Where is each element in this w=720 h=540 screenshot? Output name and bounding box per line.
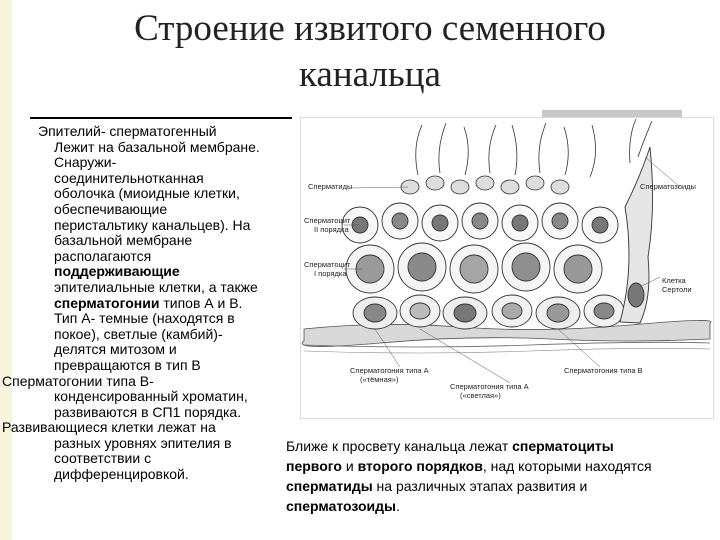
right-text-block: Ближе к просвету канальца лежат спермато… [286, 436, 716, 516]
text-line: Развивающиеся клетки лежат на [2, 420, 300, 436]
text-term: первого [286, 458, 342, 474]
label-spermatogonia-a-dark-line1: Сперматогония типа А [350, 366, 429, 375]
left-text-block: Эпителий- сперматогенный Лежит на базаль… [30, 124, 300, 483]
label-spermatocyte2-line2: II порядка [314, 225, 349, 234]
text-line: располагаются [30, 249, 300, 265]
label-spermatogonia-a-light-line1: Сперматогония типа А [450, 382, 529, 391]
label-spermatocyte1-line2: I порядка [314, 269, 347, 278]
label-spermatocyte2-line1: Сперматоцит [304, 216, 351, 225]
text-line: обеспечивающие [30, 202, 300, 218]
text-line: базальной мембране [30, 233, 300, 249]
text-span: Ближе к просвету канальца лежат [286, 438, 512, 454]
text-line: сперматогонии типов А и В. [30, 296, 300, 312]
seminiferous-tubule-diagram: Сперматиды Сперматозоиды Сперматоцит II … [300, 117, 714, 419]
text-span: типов А и В. [159, 295, 242, 311]
label-sertoli-line1: Клетка [662, 276, 687, 285]
primary-spermatocytes [346, 243, 602, 293]
text-line: конденсированный хроматин, [30, 389, 300, 405]
text-line: сперматозоиды. [286, 496, 716, 516]
text-line: дифференцировкой. [30, 467, 300, 483]
text-line: соединительнотканная [30, 171, 300, 187]
text-line: соответствии с [30, 451, 300, 467]
slide-left-strip [0, 0, 12, 540]
text-line: Тип А- темные (находятся в [30, 311, 300, 327]
text-line: Лежит на базальной мембране. [30, 140, 300, 156]
text-line: развиваются в СП1 порядка. [30, 405, 300, 421]
label-spermatozoa: Сперматозоиды [640, 182, 696, 191]
label-spermatogonia-b: Сперматогония типа В [564, 366, 643, 375]
label-spermatocyte1-line1: Сперматоцит [304, 260, 351, 269]
text-term: сперматозоиды [286, 498, 396, 514]
label-spermatogonia-a-dark-line2: («тёмная») [360, 375, 399, 384]
slide-title: Строение извитого семенного канальца [60, 6, 680, 98]
text-line: делятся митозом и [30, 342, 300, 358]
text-term: сперматоциты [512, 438, 614, 454]
text-line: Ближе к просвету канальца лежат спермато… [286, 436, 716, 456]
text-span: . [396, 498, 400, 514]
text-line: превращаются в тип В [30, 358, 300, 374]
title-line-1: Строение извитого семенного [60, 6, 680, 52]
text-term: сперматиды [286, 478, 373, 494]
title-line-2: канальца [60, 52, 680, 98]
text-line: эпителиальные клетки, а также [30, 280, 300, 296]
text-line: первого и второго порядков, над которыми… [286, 456, 716, 476]
label-spermatids: Сперматиды [308, 182, 352, 191]
label-sertoli-line2: Сертоли [662, 285, 692, 294]
text-term: сперматогонии [54, 295, 159, 311]
label-spermatogonia-a-light-line2: («светлая») [460, 391, 501, 400]
text-term: второго порядков [358, 458, 483, 474]
text-span: на различных этапах развития и [373, 478, 588, 494]
text-line: сперматиды на различных этапах развития … [286, 476, 716, 496]
text-line-spermatogonia: эпителиальные клетки, а также [54, 279, 258, 295]
text-span: , над которыми находятся [483, 458, 652, 474]
text-span: и [342, 458, 358, 474]
text-line: Снаружи- [30, 155, 300, 171]
text-line: Эпителий- сперматогенный [30, 124, 300, 140]
text-line: поддерживающие [30, 264, 300, 280]
text-line: оболочка (миоидные клетки, [30, 186, 300, 202]
text-line: Сперматогонии типа В- [2, 374, 300, 390]
text-line: разных уровнях эпителия в [30, 436, 300, 452]
text-line: покое), светлые (камбий)- [30, 327, 300, 343]
title-underline [30, 117, 292, 119]
text-line: перистальтику канальцев). На [30, 218, 300, 234]
